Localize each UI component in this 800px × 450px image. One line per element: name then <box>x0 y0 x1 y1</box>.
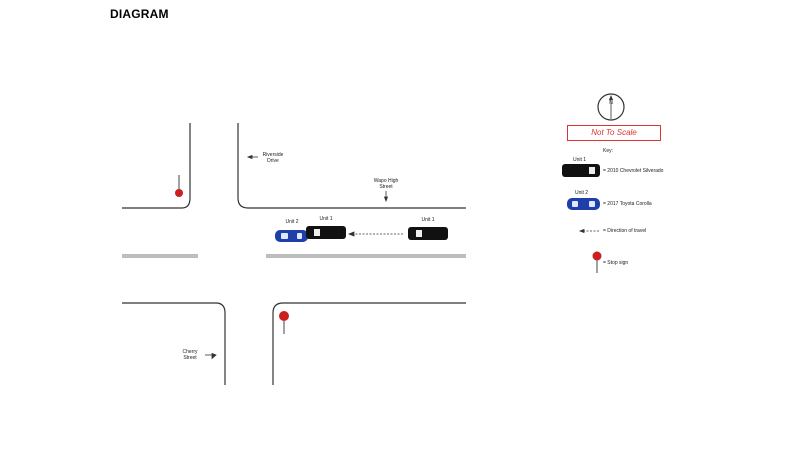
unit-1-start-label: Unit 1 <box>421 217 435 223</box>
stop-sign-nw <box>175 175 183 197</box>
north-symbol: N <box>609 100 613 106</box>
direction-arrow <box>347 231 404 237</box>
key-direction-desc: = Direction of travel <box>603 228 647 234</box>
key-stop-sign-icon <box>592 251 602 273</box>
road-edge-se <box>272 302 466 385</box>
riverside-drive-label: Riverside Drive <box>262 152 284 164</box>
key-unit-1-icon <box>562 164 600 177</box>
unit-1-vehicle-impact <box>306 226 346 239</box>
cherry-street-label: Cherry Street <box>182 349 198 361</box>
main-street-label: Wapo High Street <box>373 178 399 190</box>
road-edge-sw <box>122 302 226 385</box>
north-indicator <box>597 93 625 121</box>
key-unit-2-tag: Unit 2 <box>575 190 589 196</box>
road-edge-nw <box>122 123 191 209</box>
unit-2-vehicle <box>275 230 308 242</box>
key-unit-2-icon <box>567 198 600 210</box>
stop-sign-se <box>279 311 289 334</box>
unit-1-impact-label: Unit 1 <box>319 216 333 222</box>
center-line-east <box>266 254 466 258</box>
center-line-west <box>122 254 198 258</box>
unit-2-label: Unit 2 <box>285 219 299 225</box>
not-to-scale-box: Not To Scale <box>567 125 661 141</box>
key-direction-icon <box>578 228 600 234</box>
unit-1-vehicle-start <box>408 227 448 240</box>
key-unit-1-desc: = 2010 Chevrolet Silverado <box>603 168 664 174</box>
page-title: DIAGRAM <box>110 7 169 21</box>
key-unit-2-desc: = 2017 Toyota Corolla <box>603 201 652 207</box>
road-edge-ne <box>237 123 466 209</box>
key-title: Key: <box>603 148 614 154</box>
key-stop-sign-desc: = Stop sign <box>603 260 629 266</box>
key-unit-1-tag: Unit 1 <box>573 157 587 163</box>
